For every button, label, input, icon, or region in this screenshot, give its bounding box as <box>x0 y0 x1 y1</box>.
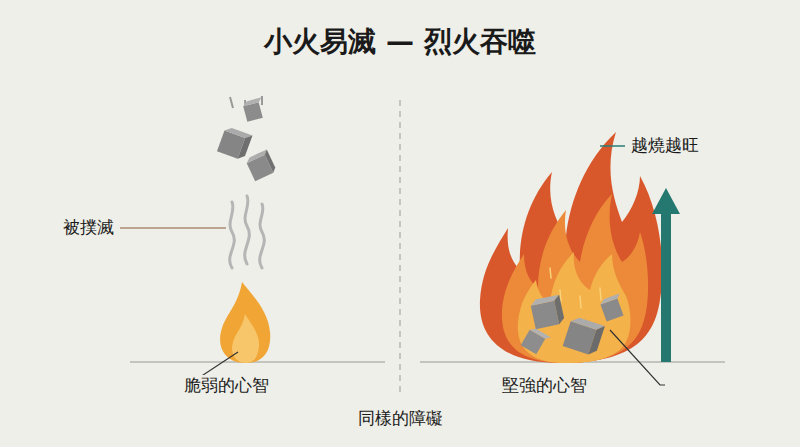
mind-label: 堅強的心智 <box>500 375 589 395</box>
big-flame <box>480 132 662 363</box>
caption-label: 同樣的障礙 <box>356 408 445 428</box>
callout-label: 越燒越旺 <box>629 135 701 155</box>
leader-line <box>600 145 625 147</box>
callout-label: 被撲滅 <box>61 217 116 237</box>
smoke <box>230 196 265 268</box>
divider <box>399 100 401 392</box>
small-flame <box>220 282 270 363</box>
growth-arrow <box>652 188 680 362</box>
mind-label: 脆弱的心智 <box>182 375 271 395</box>
ground-line <box>130 361 385 363</box>
leader-line <box>120 227 226 228</box>
leader-line <box>610 330 665 385</box>
falling-obstacles <box>217 96 277 181</box>
diagram-title: 小火易滅 — 烈火吞噬 <box>264 25 536 59</box>
